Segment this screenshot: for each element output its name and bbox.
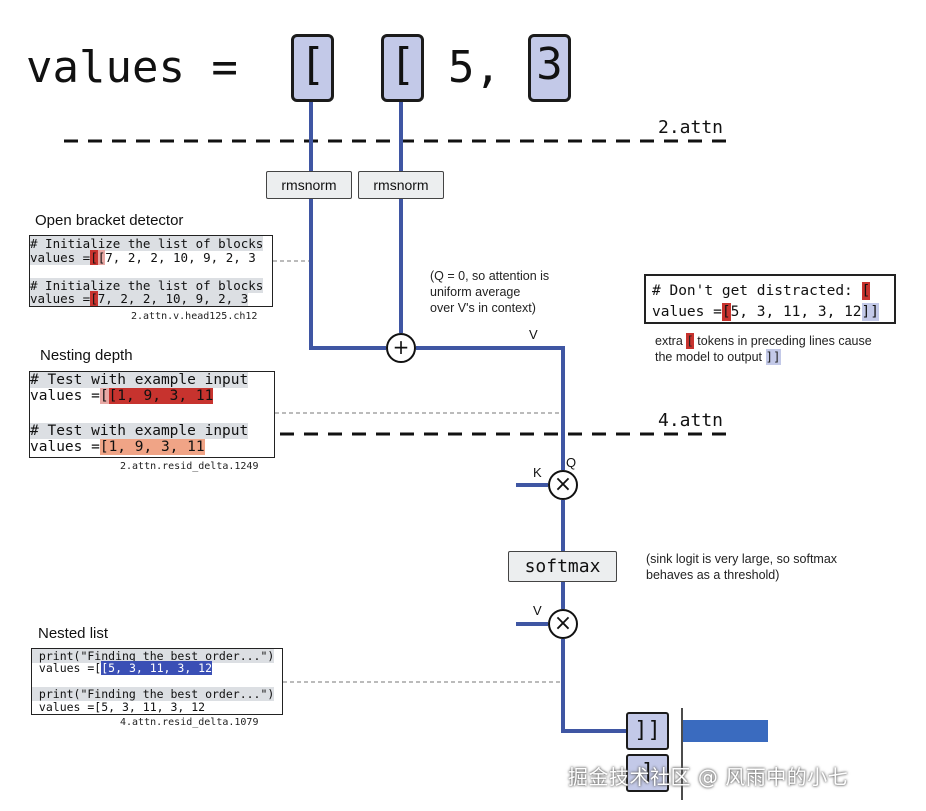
layer-label-4-attn: 4.attn bbox=[658, 410, 724, 431]
uniform-average-note-line-3: over V's in context) bbox=[430, 301, 536, 315]
snippet-distracted: # Don't get distracted: [ values =[5, 3,… bbox=[644, 274, 896, 324]
caption-open-bracket-detector: Open bracket detector bbox=[35, 212, 184, 229]
open-bracket-detector-line-2-part-4: 7, 2, 2, 10, 9, 2, 3 bbox=[105, 250, 256, 265]
caption-nesting-depth: Nesting depth bbox=[40, 347, 133, 364]
open-bracket-detector-line-4-part-2: [ bbox=[90, 291, 98, 306]
layer-label-2-attn: 2.attn bbox=[658, 117, 724, 138]
output-token-single-bracket[interactable]: ] bbox=[626, 754, 669, 792]
distracted-line1-token: [ bbox=[861, 282, 871, 300]
distracted-caption-token: [ bbox=[686, 333, 694, 349]
token-three[interactable]: 3 bbox=[528, 34, 571, 102]
nesting-depth-line-1: # Test with example input bbox=[30, 372, 249, 389]
nested-list-line-2: values =[[5, 3, 11, 3, 12 bbox=[32, 661, 213, 675]
output-bar-double-bracket bbox=[683, 720, 768, 742]
distracted-line-2: values =[5, 3, 11, 3, 12]] bbox=[652, 303, 879, 321]
wire-add-to-q bbox=[416, 346, 565, 470]
nesting-depth-line-4-part-2: [1, 9, 3, 11 bbox=[99, 439, 205, 455]
output-token-double-bracket[interactable]: ]] bbox=[626, 712, 669, 750]
open-bracket-detector-line-2: values =[[7, 2, 2, 10, 9, 2, 3 bbox=[30, 250, 256, 265]
label-q: Q bbox=[566, 455, 577, 470]
open-bracket-detector-line-1-part-1: # Initialize the list of blocks bbox=[30, 236, 264, 251]
nested-list-line-3-part-1: print("Finding the best order...") bbox=[32, 687, 275, 701]
uniform-average-note-line-1: (Q = 0, so attention is bbox=[430, 269, 550, 283]
nesting-depth-line-3-part-1: # Test with example input bbox=[30, 423, 249, 439]
open-bracket-detector-line-2-part-2: [ bbox=[90, 250, 98, 265]
open-bracket-detector-line-4: values =[7, 2, 2, 10, 9, 2, 3 bbox=[30, 291, 249, 306]
token-open-bracket-2[interactable]: [ bbox=[381, 34, 424, 102]
id-open-bracket-detector: 2.attn.v.head125.ch12 bbox=[131, 311, 258, 322]
sink-logit-note: (sink logit is very large, so softmax be… bbox=[646, 551, 837, 583]
distracted-caption-line2-token: ]] bbox=[765, 349, 781, 365]
open-bracket-detector-line-2-part-3: [ bbox=[97, 250, 106, 265]
id-nested-list: 4.attn.resid_delta.1079 bbox=[120, 717, 259, 728]
multiply-v-icon: × bbox=[548, 609, 578, 639]
title-prefix: values = bbox=[26, 42, 238, 93]
nesting-depth-line-4-part-1: values = bbox=[30, 439, 100, 455]
nesting-depth-line-2-part-1: values = bbox=[30, 388, 100, 404]
wire-mult-to-output bbox=[561, 639, 626, 733]
nesting-depth-line-3: # Test with example input bbox=[30, 423, 249, 440]
sink-logit-note-line-2: behaves as a threshold) bbox=[646, 568, 780, 582]
caption-nested-list: Nested list bbox=[38, 625, 109, 642]
add-icon: + bbox=[386, 333, 416, 363]
nesting-depth-line-1-part-1: # Test with example input bbox=[30, 372, 249, 388]
token-five: 5, bbox=[448, 42, 501, 93]
nesting-depth-line-4: values =[1, 9, 3, 11 bbox=[30, 439, 205, 456]
open-bracket-detector-line-3-part-1: # Initialize the list of blocks bbox=[30, 278, 264, 293]
distracted-caption-post: tokens in preceding lines cause bbox=[693, 334, 872, 348]
nested-list-line-1-part-1: print("Finding the best order...") bbox=[32, 649, 275, 663]
sink-logit-note-line-1: (sink logit is very large, so softmax bbox=[646, 552, 838, 566]
id-nesting-depth: 2.attn.resid_delta.1249 bbox=[120, 461, 259, 472]
nesting-depth-line-2-part-3: [1, 9, 3, 11 bbox=[108, 388, 214, 404]
distracted-line2-token: [ bbox=[721, 303, 731, 321]
distracted-line-1: # Don't get distracted: [ bbox=[652, 282, 871, 300]
open-bracket-detector-line-4-part-1: values = bbox=[30, 291, 91, 306]
nested-list-line-3: print("Finding the best order...") bbox=[32, 687, 275, 701]
open-bracket-detector-line-2-part-1: values = bbox=[30, 250, 91, 265]
nested-list-line-2-part-2: [5, 3, 11, 3, 12 bbox=[101, 661, 213, 675]
label-k: K bbox=[533, 465, 542, 480]
nested-list-line-2-part-1: values =[ bbox=[32, 661, 102, 675]
open-bracket-detector-line-4-part-3: 7, 2, 2, 10, 9, 2, 3 bbox=[97, 291, 249, 306]
label-v-top: V bbox=[529, 327, 538, 342]
distracted-caption-line-1: extra [ tokens in preceding lines cause bbox=[655, 333, 872, 349]
uniform-average-note: (Q = 0, so attention is uniform average … bbox=[430, 268, 549, 316]
rmsnorm-right-box[interactable]: rmsnorm bbox=[358, 171, 444, 199]
nesting-depth-line-2-part-2: [ bbox=[99, 388, 109, 404]
softmax-box[interactable]: softmax bbox=[508, 551, 617, 582]
distracted-caption-line-2: the model to output ]] bbox=[655, 349, 872, 365]
uniform-average-note-line-2: uniform average bbox=[430, 285, 521, 299]
token-open-bracket-1[interactable]: [ bbox=[291, 34, 334, 102]
nesting-depth-line-2: values =[[1, 9, 3, 11 bbox=[30, 388, 214, 405]
distracted-line2-rest: 5, 3, 11, 3, 12 bbox=[730, 304, 862, 320]
rmsnorm-left-box[interactable]: rmsnorm bbox=[266, 171, 352, 199]
watermark-text: 掘金技术社区 @ 风雨中的小七 bbox=[568, 765, 849, 789]
distracted-line2-out: ]] bbox=[861, 303, 879, 321]
distracted-line1-text: # Don't get distracted: bbox=[652, 283, 862, 299]
distracted-caption-pre: extra bbox=[655, 334, 687, 348]
residual-wires bbox=[309, 101, 626, 733]
nested-list-line-1: print("Finding the best order...") bbox=[32, 649, 275, 663]
nested-list-line-4-part-1: values =[5, 3, 11, 3, 12 bbox=[32, 700, 206, 714]
distracted-caption-line2-pre: the model to output bbox=[655, 350, 766, 364]
open-bracket-detector-line-1: # Initialize the list of blocks bbox=[30, 236, 264, 251]
label-v-bottom: V bbox=[533, 603, 542, 618]
nested-list-line-4: values =[5, 3, 11, 3, 12 bbox=[32, 701, 205, 714]
snippet-nested-list: print("Finding the best order...") value… bbox=[31, 648, 283, 715]
open-bracket-detector-line-3: # Initialize the list of blocks bbox=[30, 278, 264, 293]
distracted-line2-prefix: values = bbox=[652, 304, 722, 320]
wire-rmsnorm-left-to-add bbox=[309, 199, 386, 350]
multiply-qk-icon: × bbox=[548, 470, 578, 500]
distracted-caption: extra [ tokens in preceding lines cause … bbox=[655, 333, 872, 365]
